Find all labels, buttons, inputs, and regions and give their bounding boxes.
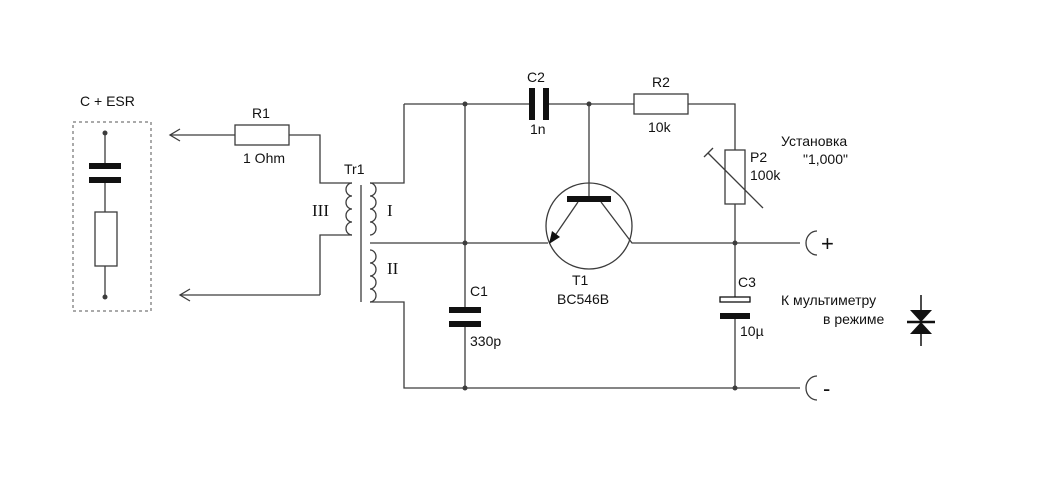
c2-value: 1n [530, 121, 546, 137]
c3-positive-plate [719, 296, 751, 303]
dut-esr-resistor [94, 211, 118, 267]
setting-label-line2: "1,000" [803, 151, 848, 167]
r2-name: R2 [652, 74, 670, 90]
dut-terminal-top [102, 130, 108, 136]
p2-potentiometer [724, 149, 746, 205]
t1-name: T1 [572, 272, 589, 288]
p2-value: 100k [750, 167, 781, 183]
r2-value: 10k [648, 119, 672, 135]
t1-type: BC546B [557, 291, 609, 307]
esr-label: C + ESR [80, 93, 135, 109]
r1-resistor [234, 124, 290, 146]
p2-adjust-arrow [703, 147, 764, 209]
r1-value: 1 Ohm [243, 150, 285, 166]
dut-capacitor [89, 135, 121, 212]
winding-2-label: II [387, 259, 399, 278]
multimeter-label-line2: в режиме [823, 311, 885, 327]
r2-to-p2-wire [688, 103, 736, 150]
c3-name: C3 [738, 274, 756, 290]
r1-to-tr1-wire [289, 134, 352, 184]
t1-emitter-arrow [549, 231, 560, 244]
winding-ii [369, 249, 800, 389]
c3-value: 10µ [740, 323, 764, 339]
setting-label-line1: Установка [781, 133, 847, 149]
c1-capacitor [449, 307, 481, 327]
dut-terminal-bottom [102, 294, 108, 300]
r1-name: R1 [252, 105, 270, 121]
plus-sign: + [821, 231, 834, 256]
c2-capacitor [529, 88, 549, 120]
r2-resistor [633, 93, 689, 115]
test-lead-top-arrow [168, 128, 235, 142]
c2-name: C2 [527, 69, 545, 85]
c1-value: 330p [470, 333, 501, 349]
multimeter-label-line1: К мультиметру [781, 292, 876, 308]
minus-terminal-connector [805, 375, 818, 401]
c1-name: C1 [470, 283, 488, 299]
winding-3-label: III [312, 201, 329, 220]
winding-1-label: I [387, 201, 393, 220]
p2-name: P2 [750, 149, 767, 165]
plus-terminal-connector [805, 230, 818, 256]
t1-emitter-lead [551, 201, 579, 241]
test-lead-bottom-arrow [178, 288, 320, 302]
dut-dashed-box [72, 121, 152, 312]
t1-output-wire [600, 201, 800, 244]
winding-iii [319, 182, 353, 295]
winding-i [369, 104, 548, 244]
tr1-name: Tr1 [344, 161, 365, 177]
minus-sign: - [823, 376, 830, 401]
diode-icon [907, 295, 935, 346]
